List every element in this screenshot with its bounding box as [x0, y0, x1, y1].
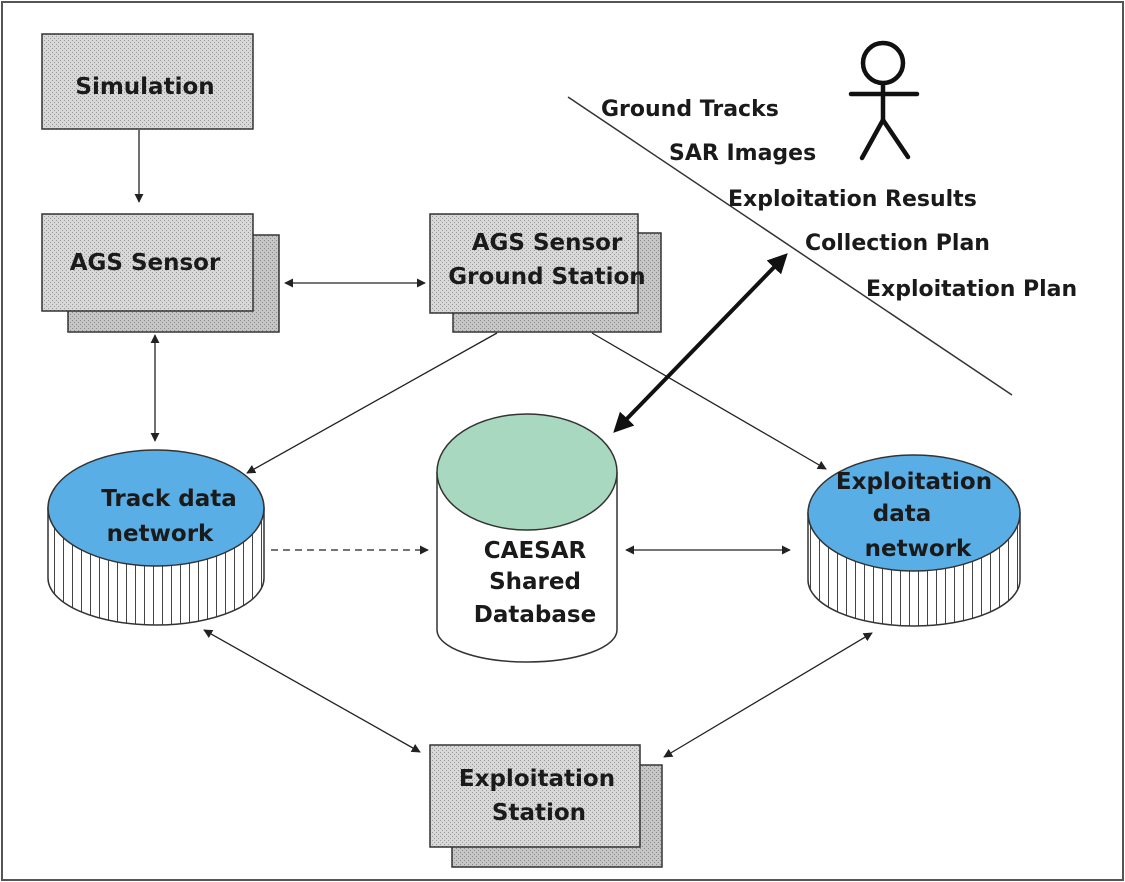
product-collection-plan: Collection Plan — [805, 231, 990, 256]
product-sar-images: SAR Images — [669, 141, 816, 166]
arrow-database-user — [613, 253, 788, 433]
track-network-label-line1: Track data — [101, 486, 236, 512]
ags-sensor-box: AGS Sensor — [41, 213, 280, 333]
user-stick-figure-icon — [848, 40, 920, 161]
exploit-station-label-line2: Station — [492, 800, 586, 826]
user-boundary-line — [567, 96, 1013, 396]
arrow-ground-station-to-exploit-network — [591, 332, 827, 470]
product-ground-tracks: Ground Tracks — [601, 97, 779, 122]
ground-station-label-line1: AGS Sensor — [472, 230, 623, 256]
exploitation-data-network: Exploitation data network — [807, 454, 1021, 627]
product-exploitation-results: Exploitation Results — [728, 187, 977, 212]
exploit-network-label-line3: network — [865, 536, 972, 562]
ground-station-label-line2: Ground Station — [448, 264, 645, 290]
track-data-network: Track data network — [47, 449, 265, 626]
arrow-exploit-network-exploit-station — [663, 632, 873, 758]
simulation-box: Simulation — [41, 33, 254, 130]
database-label-line3: Database — [474, 602, 596, 628]
user-products: Ground Tracks SAR Images Exploitation Re… — [601, 97, 1077, 302]
track-network-label-line2: network — [107, 521, 214, 547]
arrow-ground-station-to-track-network — [246, 332, 498, 474]
exploit-station-label-line1: Exploitation — [459, 766, 615, 792]
exploit-network-label-line2: data — [873, 501, 932, 527]
exploit-network-label-line1: Exploitation — [836, 469, 992, 495]
arrow-track-network-exploit-station — [203, 629, 421, 753]
exploitation-station-box: Exploitation Station — [429, 744, 663, 868]
ground-station-box: AGS Sensor Ground Station — [429, 213, 662, 333]
ags-sensor-label: AGS Sensor — [70, 250, 221, 276]
product-exploitation-plan: Exploitation Plan — [866, 277, 1077, 302]
database-label-line1: CAESAR — [484, 538, 587, 564]
database-label-line2: Shared — [489, 569, 581, 595]
simulation-label: Simulation — [75, 74, 214, 100]
caesar-database: CAESAR Shared Database — [436, 413, 618, 663]
